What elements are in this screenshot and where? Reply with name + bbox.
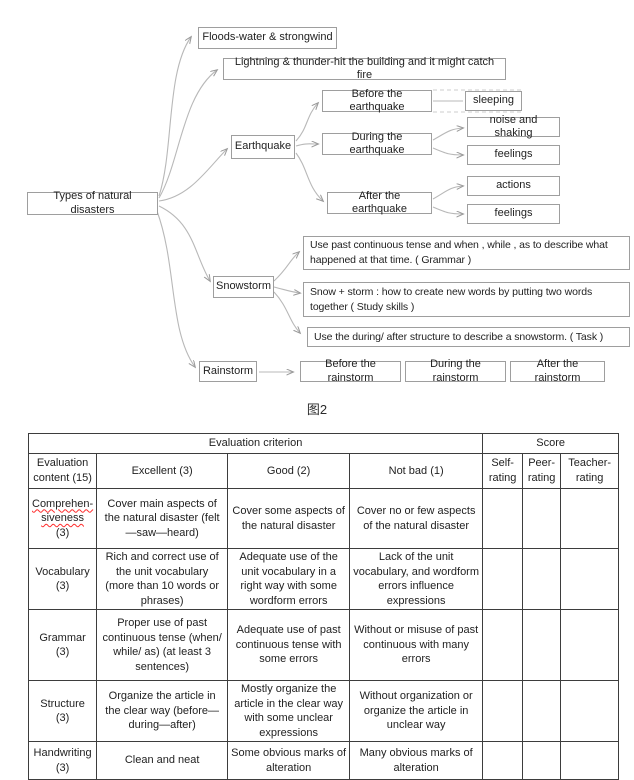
cell-not-bad: Lack of the unit vocabulary, and wordfor…	[349, 547, 484, 611]
cell-peer-rating	[522, 680, 562, 743]
col-header-evaluation-content: Evaluation content (15)	[27, 453, 98, 489]
cell-teacher-rating	[560, 488, 620, 549]
row-label: Comprehen-siveness (3)	[27, 488, 98, 549]
node-study-skills-note: Snow + storm : how to create new words b…	[303, 282, 630, 317]
cell-teacher-rating	[560, 741, 620, 780]
cell-self-rating	[482, 547, 524, 611]
cell-self-rating	[482, 488, 524, 549]
row-label-text: Grammar	[39, 631, 86, 644]
row-label: Structure (3)	[27, 680, 98, 743]
evaluation-table: Evaluation criterion Score Evaluation co…	[27, 433, 620, 780]
cell-self-rating	[482, 680, 524, 743]
node-grammar-note: Use past continuous tense and when , whi…	[303, 236, 630, 270]
row-label-text: Vocabulary	[35, 565, 90, 578]
table-row-structure: Structure (3) Organize the article in th…	[27, 680, 620, 743]
figure-caption: 图2	[306, 402, 328, 417]
col-header-not-bad: Not bad (1)	[349, 453, 484, 489]
node-noise-and-shaking: noise and shaking	[467, 114, 560, 139]
cell-excellent: Cover main aspects of the natural disast…	[96, 488, 229, 549]
node-during-earthquake: During the earthquake	[322, 131, 432, 156]
node-earthquake: Earthquake	[231, 135, 295, 159]
cell-excellent: Proper use of past continuous tense (whe…	[96, 609, 229, 682]
table-row-grammar: Grammar (3) Proper use of past continuou…	[27, 609, 620, 682]
node-task-note: Use the during/ after structure to descr…	[307, 327, 630, 347]
row-label-text: Handwriting	[33, 747, 92, 760]
cell-teacher-rating	[560, 680, 620, 743]
cell-not-bad: Without organization or organize the art…	[349, 680, 484, 743]
row-label-text: Comprehen-siveness	[32, 497, 94, 525]
cell-not-bad: Cover no or few aspects of the natural d…	[349, 488, 484, 549]
node-feelings-during: feelings	[467, 145, 560, 165]
connector-lines	[156, 0, 523, 430]
cell-good: Adequate use of the unit vocabulary in a…	[227, 547, 351, 611]
col-header-teacher-rating: Teacher-rating	[560, 453, 620, 489]
row-label-points: (3)	[55, 526, 70, 539]
table-row-vocabulary: Vocabulary (3) Rich and correct use of t…	[27, 547, 620, 611]
table-group-header-row: Evaluation criterion Score	[27, 433, 620, 454]
cell-good: Cover some aspects of the natural disast…	[227, 488, 351, 549]
cell-peer-rating	[522, 609, 562, 682]
cell-good: Adequate use of past continuous tense wi…	[227, 609, 351, 682]
node-actions: actions	[467, 176, 560, 196]
node-before-rainstorm: Before the rainstorm	[300, 358, 401, 384]
node-before-earthquake: Before the earthquake	[322, 88, 432, 113]
cell-peer-rating	[522, 547, 562, 611]
cell-peer-rating	[522, 488, 562, 549]
node-feelings-after: feelings	[467, 204, 560, 224]
row-label-points: (3)	[55, 646, 70, 659]
node-after-earthquake: After the earthquake	[327, 190, 432, 215]
cell-self-rating	[482, 741, 524, 780]
col-header-peer-rating: Peer-rating	[522, 453, 562, 489]
table-row-handwriting: Handwriting (3) Clean and neat Some obvi…	[27, 741, 620, 780]
node-floods: Floods-water & strongwind	[198, 27, 337, 49]
node-sleeping: sleeping	[465, 91, 522, 111]
col-header-good: Good (2)	[227, 453, 351, 489]
cell-teacher-rating	[560, 547, 620, 611]
row-label: Handwriting (3)	[27, 741, 98, 780]
node-rainstorm: Rainstorm	[199, 361, 257, 382]
row-label: Vocabulary (3)	[27, 547, 98, 611]
table-row-comprehensiveness: Comprehen-siveness (3) Cover main aspect…	[27, 488, 620, 549]
cell-excellent: Rich and correct use of the unit vocabul…	[96, 547, 229, 611]
node-types-of-natural-disasters: Types of natural disasters	[27, 190, 158, 216]
cell-good: Some obvious marks of alteration	[227, 741, 351, 780]
node-after-rainstorm: After the rainstorm	[510, 358, 605, 384]
mindmap-figure: Types of natural disasters Floods-water …	[27, 0, 630, 430]
cell-excellent: Organize the article in the clear way (b…	[96, 680, 229, 743]
node-lightning: Lightning & thunder-hit the building and…	[223, 56, 506, 81]
cell-not-bad: Many obvious marks of alteration	[349, 741, 484, 780]
col-header-excellent: Excellent (3)	[96, 453, 229, 489]
node-snowstorm: Snowstorm	[213, 276, 274, 298]
node-during-rainstorm: During the rainstorm	[405, 358, 506, 384]
cell-teacher-rating	[560, 609, 620, 682]
row-label-points: (3)	[55, 761, 70, 774]
group-header-score: Score	[482, 433, 620, 454]
group-header-criterion: Evaluation criterion	[27, 433, 484, 454]
table-column-header-row: Evaluation content (15) Excellent (3) Go…	[27, 453, 620, 489]
cell-not-bad: Without or misuse of past continuous wit…	[349, 609, 484, 682]
row-label-text: Structure	[40, 697, 85, 710]
cell-self-rating	[482, 609, 524, 682]
col-header-self-rating: Self-rating	[482, 453, 524, 489]
row-label-points: (3)	[55, 712, 70, 725]
cell-good: Mostly organize the article in the clear…	[227, 680, 351, 743]
row-label: Grammar (3)	[27, 609, 98, 682]
cell-peer-rating	[522, 741, 562, 780]
row-label-points: (3)	[55, 580, 70, 593]
cell-excellent: Clean and neat	[96, 741, 229, 780]
